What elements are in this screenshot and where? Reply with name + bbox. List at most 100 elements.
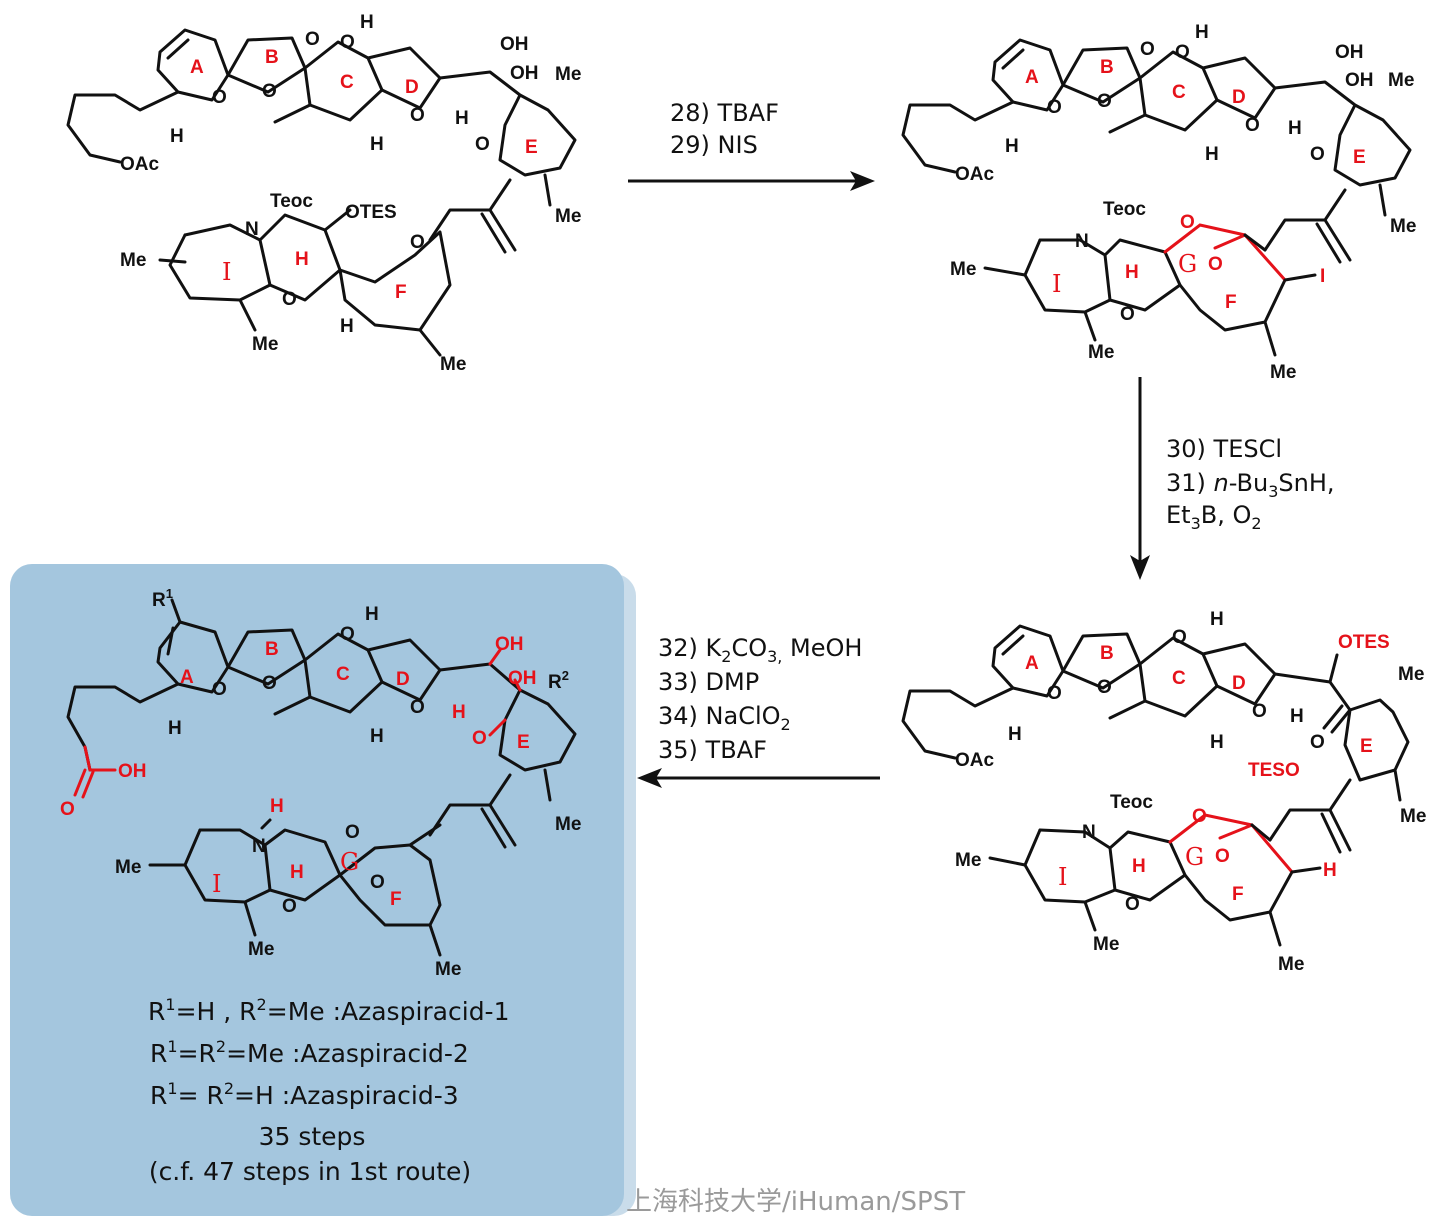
svg-text:O: O bbox=[410, 105, 425, 126]
svg-text:Teoc: Teoc bbox=[1103, 199, 1146, 220]
step3-reagent-1: 32) K2CO3, MeOH bbox=[658, 634, 862, 666]
svg-text:H: H bbox=[295, 249, 309, 270]
svg-text:OAc: OAc bbox=[120, 154, 160, 175]
svg-text:A: A bbox=[1025, 653, 1039, 674]
svg-text:H: H bbox=[1125, 262, 1139, 283]
svg-text:O: O bbox=[1192, 806, 1207, 827]
svg-text:A: A bbox=[180, 667, 194, 688]
svg-text:I: I bbox=[1058, 863, 1067, 891]
step1-reagent-2: 29) NIS bbox=[670, 131, 758, 159]
svg-text:E: E bbox=[525, 137, 538, 158]
svg-text:H: H bbox=[1323, 860, 1337, 881]
svg-text:OTES: OTES bbox=[345, 202, 397, 223]
svg-text:B: B bbox=[265, 639, 279, 660]
svg-text:E: E bbox=[1360, 736, 1373, 757]
svg-text:O: O bbox=[1310, 144, 1325, 165]
svg-text:H: H bbox=[370, 726, 384, 747]
svg-text:Me: Me bbox=[1088, 342, 1114, 363]
svg-text:D: D bbox=[1232, 87, 1246, 108]
svg-text:O: O bbox=[1125, 894, 1140, 915]
svg-text:Teoc: Teoc bbox=[270, 191, 313, 212]
svg-text:E: E bbox=[1353, 147, 1366, 168]
svg-text:I: I bbox=[1052, 270, 1061, 298]
svg-text:H: H bbox=[1210, 732, 1224, 753]
svg-text:O: O bbox=[212, 87, 227, 108]
svg-text:H: H bbox=[1210, 609, 1224, 630]
molecule-1: O O O O O O H H H H OH OH Me Me OAc N Te… bbox=[66, 12, 581, 375]
svg-text:G: G bbox=[1178, 250, 1197, 278]
product-variant-3: R1= R2=H :Azaspiracid-3 bbox=[150, 1079, 459, 1110]
svg-text:O: O bbox=[370, 872, 385, 893]
svg-text:I: I bbox=[212, 870, 221, 898]
svg-text:O: O bbox=[1047, 97, 1062, 118]
svg-text:C: C bbox=[1172, 668, 1186, 689]
svg-text:Me: Me bbox=[252, 334, 278, 355]
arrow-step1 bbox=[628, 171, 875, 191]
svg-text:G: G bbox=[1185, 843, 1204, 871]
svg-text:H: H bbox=[340, 316, 354, 337]
svg-text:Me: Me bbox=[115, 857, 141, 878]
product-route-note: (c.f. 47 steps in 1st route) bbox=[149, 1157, 471, 1186]
svg-text:OH: OH bbox=[1335, 42, 1364, 63]
svg-text:OAc: OAc bbox=[955, 164, 995, 185]
svg-text:C: C bbox=[336, 664, 350, 685]
step2-reagent-1: 30) TESCl bbox=[1166, 435, 1282, 463]
svg-text:H: H bbox=[365, 604, 379, 625]
svg-text:Me: Me bbox=[1398, 664, 1424, 685]
svg-text:H: H bbox=[1132, 856, 1146, 877]
svg-text:O: O bbox=[305, 29, 320, 50]
svg-text:H: H bbox=[270, 796, 284, 817]
svg-text:Me: Me bbox=[955, 850, 981, 871]
svg-text:O: O bbox=[262, 81, 277, 102]
svg-text:N: N bbox=[245, 219, 259, 240]
svg-text:O: O bbox=[340, 32, 355, 53]
svg-text:A: A bbox=[190, 57, 204, 78]
svg-text:I: I bbox=[222, 258, 231, 286]
svg-text:N: N bbox=[252, 836, 266, 857]
svg-text:Me: Me bbox=[555, 64, 581, 85]
svg-text:O: O bbox=[262, 673, 277, 694]
step2-reagent-2: 31) n-Bu3SnH, bbox=[1166, 469, 1335, 501]
svg-text:O: O bbox=[1140, 39, 1155, 60]
molecule-3: O O O O O H H H H OTES TESO Me Me OAc N … bbox=[901, 609, 1426, 975]
product-variant-1: R1=H , R2=Me :Azaspiracid-1 bbox=[148, 995, 510, 1026]
svg-text:F: F bbox=[390, 889, 402, 910]
svg-text:O: O bbox=[410, 232, 425, 253]
svg-text:O: O bbox=[475, 134, 490, 155]
svg-text:H: H bbox=[452, 702, 466, 723]
svg-text:D: D bbox=[1232, 673, 1246, 694]
svg-text:O: O bbox=[1097, 91, 1112, 112]
svg-text:O: O bbox=[1208, 254, 1223, 275]
svg-text:OH: OH bbox=[510, 63, 539, 84]
step1-reagent-1: 28) TBAF bbox=[670, 99, 779, 127]
product-variant-2: R1=R2=Me :Azaspiracid-2 bbox=[150, 1037, 469, 1068]
svg-text:E: E bbox=[517, 732, 530, 753]
svg-text:Me: Me bbox=[248, 939, 274, 960]
svg-text:D: D bbox=[405, 77, 419, 98]
svg-text:Me: Me bbox=[555, 206, 581, 227]
svg-text:H: H bbox=[290, 862, 304, 883]
svg-text:OTES: OTES bbox=[1338, 632, 1390, 653]
svg-text:Teoc: Teoc bbox=[1110, 792, 1153, 813]
svg-text:H: H bbox=[1205, 144, 1219, 165]
svg-text:Me: Me bbox=[1400, 806, 1426, 827]
svg-text:O: O bbox=[1180, 212, 1195, 233]
svg-text:O: O bbox=[410, 697, 425, 718]
svg-text:Me: Me bbox=[1388, 70, 1414, 91]
svg-text:N: N bbox=[1082, 822, 1096, 843]
svg-text:B: B bbox=[1100, 57, 1114, 78]
svg-text:H: H bbox=[1008, 724, 1022, 745]
svg-text:Me: Me bbox=[555, 814, 581, 835]
svg-text:OH: OH bbox=[1345, 70, 1374, 91]
svg-text:N: N bbox=[1075, 231, 1089, 252]
svg-text:O: O bbox=[345, 822, 360, 843]
svg-text:O: O bbox=[60, 799, 75, 820]
svg-text:H: H bbox=[1195, 22, 1209, 43]
svg-text:D: D bbox=[396, 669, 410, 690]
svg-text:B: B bbox=[265, 47, 279, 68]
svg-text:O: O bbox=[1172, 627, 1187, 648]
svg-text:G: G bbox=[340, 848, 359, 876]
svg-text:H: H bbox=[370, 134, 384, 155]
step3-reagent-3: 34) NaClO2 bbox=[658, 702, 791, 734]
svg-text:H: H bbox=[1005, 136, 1019, 157]
